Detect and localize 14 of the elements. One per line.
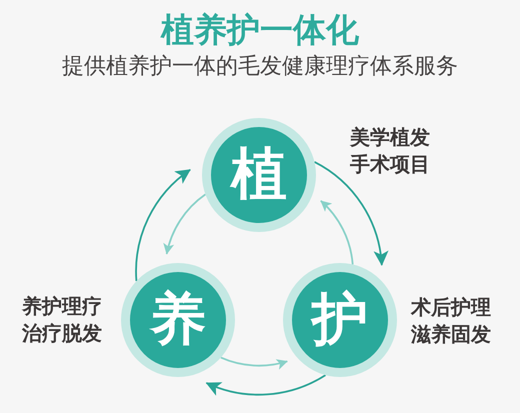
- arrow: [206, 374, 326, 396]
- circle-label: 护: [312, 290, 368, 350]
- caption-text: 养护理疗治疗脱发: [22, 293, 103, 347]
- caption-text: 美学植发手术项目: [350, 124, 431, 178]
- arrow: [314, 161, 388, 266]
- subtitle: 提供植养护一体的毛发健康理疗体系服务: [62, 53, 458, 81]
- arrow: [135, 168, 191, 282]
- circle-label: 植: [231, 145, 287, 205]
- arrow: [164, 194, 206, 255]
- caption-text: 术后护理滋养固发: [411, 294, 492, 348]
- arrow: [220, 356, 288, 370]
- arrow: [320, 200, 354, 265]
- title: 植养护一体化: [161, 9, 359, 51]
- circle-label: 养: [150, 290, 206, 350]
